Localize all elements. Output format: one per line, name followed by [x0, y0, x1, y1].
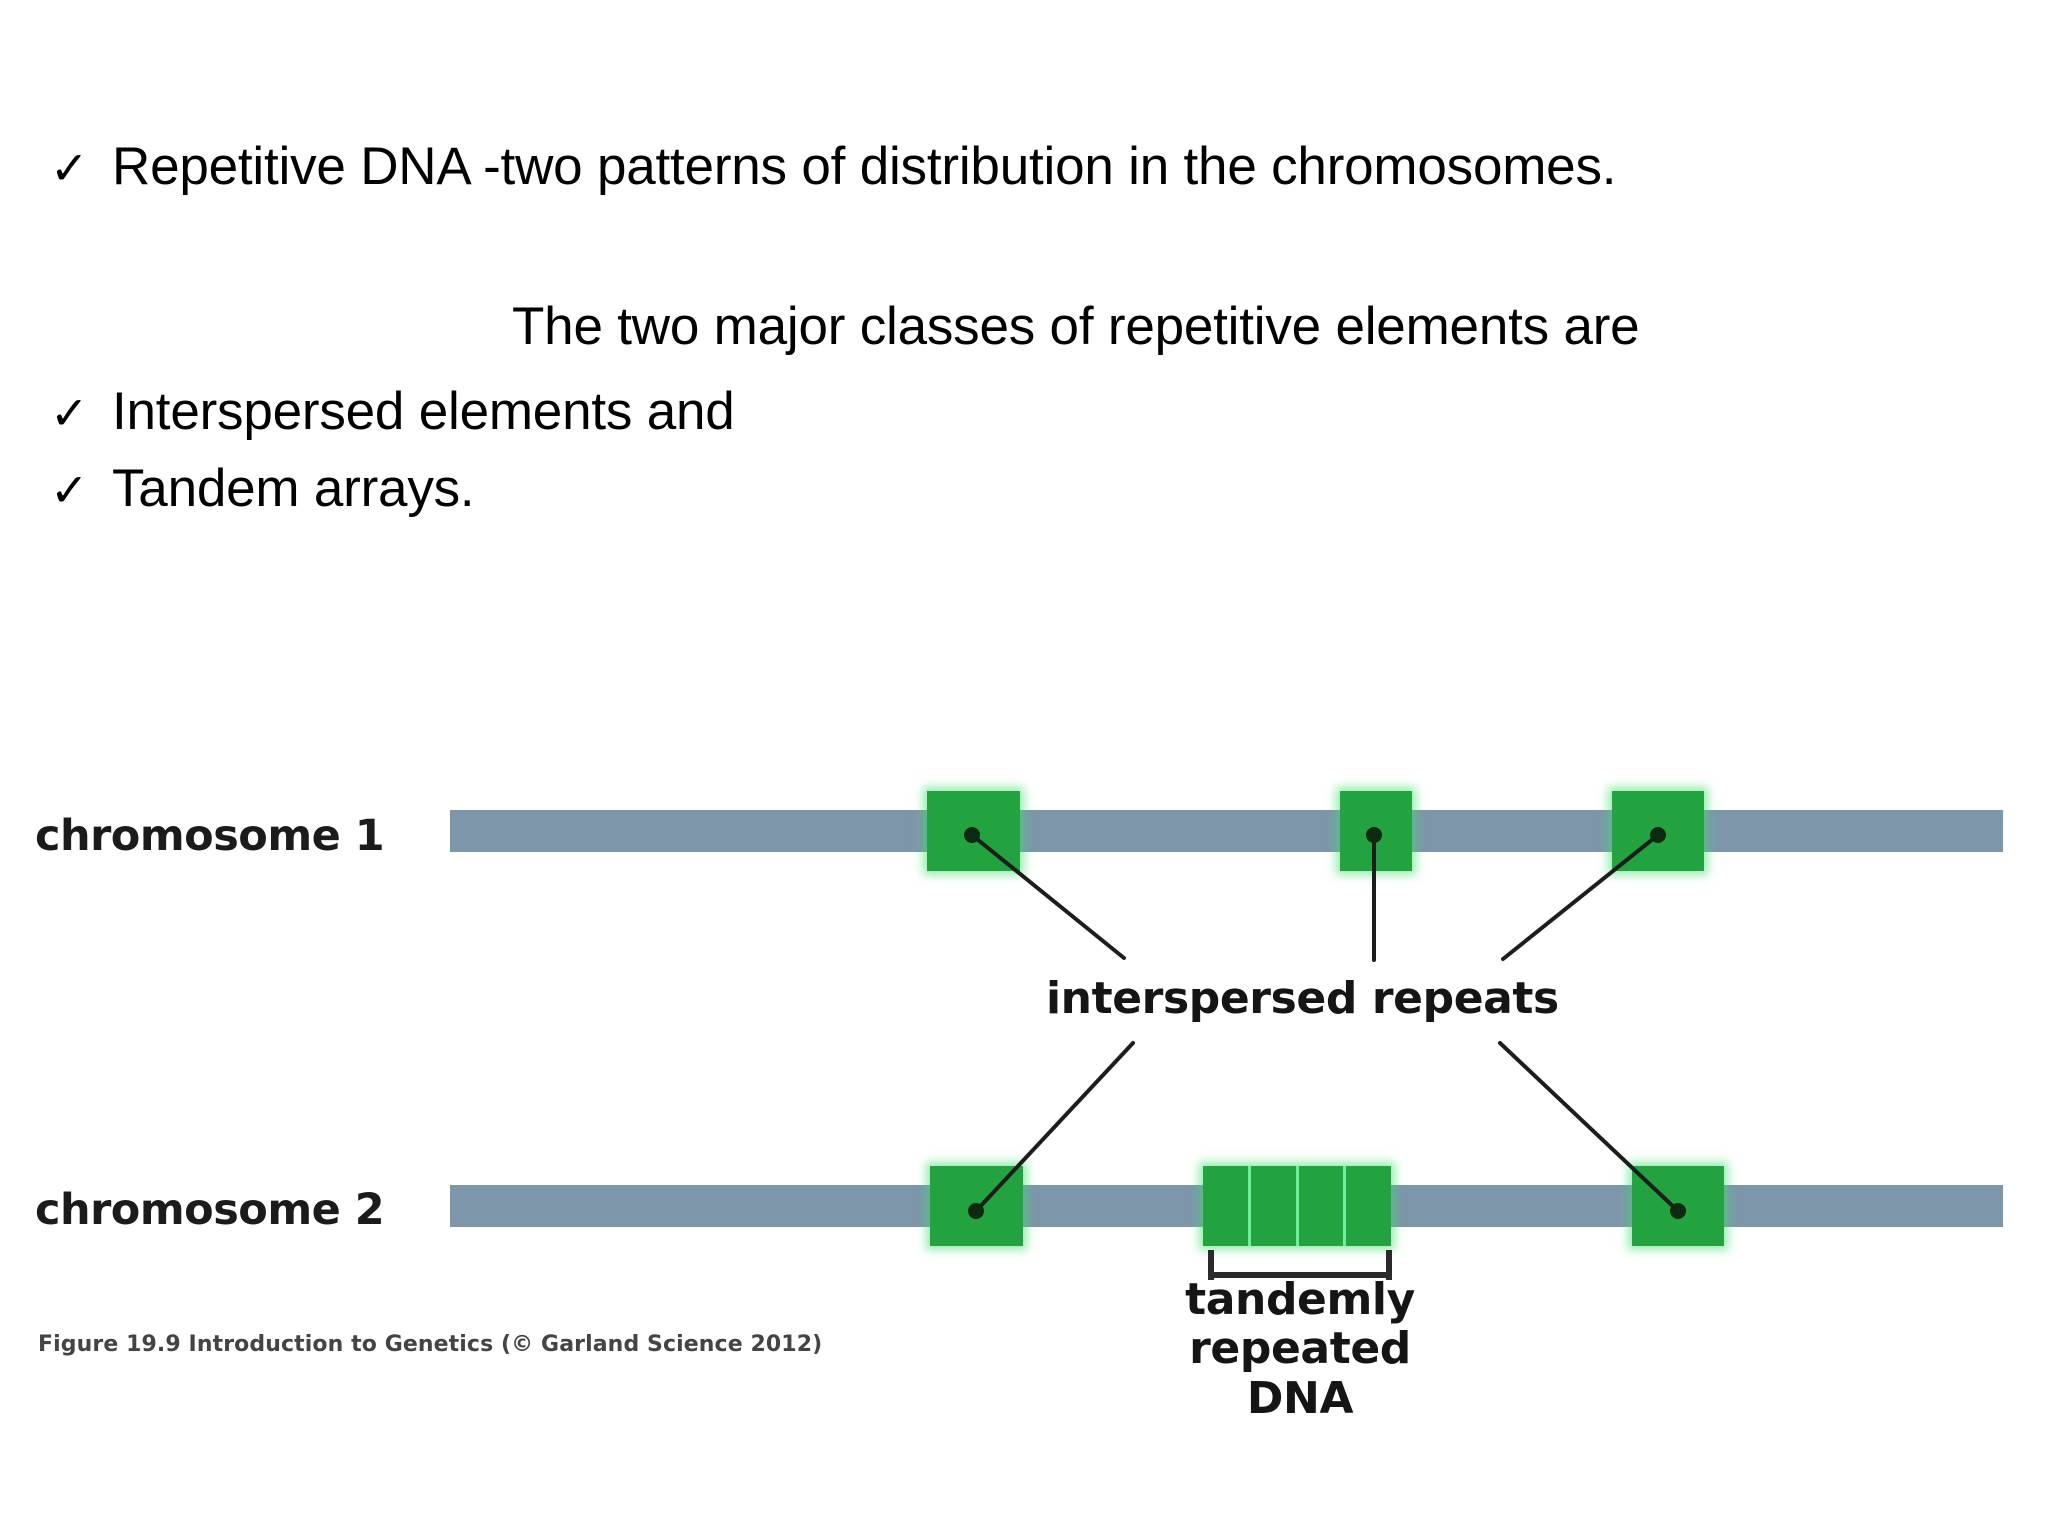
bullet-item: ✓ Tandem arrays.: [50, 459, 475, 518]
tandem-callout-line-1: tandemly: [1185, 1274, 1415, 1325]
checkmark-icon: ✓: [50, 464, 89, 516]
figure-caption: Figure 19.9 Introduction to Genetics (© …: [38, 1332, 823, 1357]
tandem-array-block: [1203, 1166, 1391, 1246]
tandemly-repeated-dna-callout: tandemly repeated DNA: [1130, 1275, 1470, 1423]
interspersed-repeat-block: [1632, 1166, 1724, 1246]
bullet-item: ✓ Repetitive DNA -two patterns of distri…: [50, 140, 1616, 193]
interspersed-repeat-block: [930, 1166, 1023, 1246]
interspersed-repeat-block: [1340, 791, 1412, 871]
tandem-callout-line-2: repeated DNA: [1189, 1323, 1411, 1424]
tandem-repeat-unit: [1203, 1166, 1251, 1246]
repetitive-dna-diagram: chromosome 1 chromosome 2: [0, 755, 2048, 1423]
interspersed-repeats-callout: interspersed repeats: [1046, 973, 1559, 1024]
checkmark-icon: ✓: [50, 142, 89, 194]
tandem-repeat-unit: [1251, 1166, 1299, 1246]
bullet-text: The two major classes of repetitive elem…: [512, 297, 1640, 356]
interspersed-repeat-block: [927, 791, 1020, 871]
bullet-text: Interspersed elements and: [112, 382, 735, 441]
bullet-text: Tandem arrays.: [112, 459, 475, 518]
interspersed-repeat-block: [1612, 791, 1704, 871]
bullet-item: ✓ Interspersed elements and: [50, 385, 735, 438]
chromosome-1-bar: [450, 810, 2003, 852]
checkmark-icon: ✓: [50, 387, 89, 439]
chromosome-2-label: chromosome 2: [35, 1185, 385, 1235]
chromosome-1-label: chromosome 1: [35, 811, 385, 861]
bullet-item: ✓ The two major classes of repetitive el…: [50, 297, 1640, 356]
tandem-repeat-unit: [1299, 1166, 1347, 1246]
tandem-repeat-unit: [1346, 1166, 1391, 1246]
bullet-text: Repetitive DNA -two patterns of distribu…: [112, 137, 1617, 196]
